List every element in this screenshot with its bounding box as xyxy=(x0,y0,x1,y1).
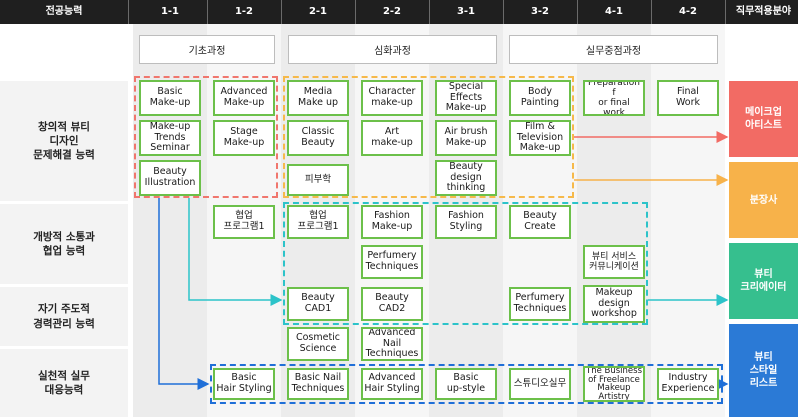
arrow-basic-to-practical xyxy=(158,198,210,390)
course-stage-makeup: Stage Make-up xyxy=(213,120,275,156)
course-final-work: Final Work xyxy=(657,80,719,116)
header-divider xyxy=(651,0,652,24)
course-makeup-trends-seminar: Make-up Trends Seminar xyxy=(139,120,201,156)
course-collab-program-2-1: 협업 프로그램1 xyxy=(287,205,349,239)
course-advanced-nail-techniques: Advanced Nail Techniques xyxy=(361,327,423,361)
course-airbrush-makeup: Air brush Make-up xyxy=(435,120,497,156)
course-cosmetic-science: Cosmetic Science xyxy=(287,327,349,361)
header-divider xyxy=(725,0,726,24)
header-semester-1-2: 1-2 xyxy=(234,6,254,17)
header-semester-1-1: 1-1 xyxy=(160,6,180,17)
competency-communication-collaboration: 개방적 소통과 협업 능력 xyxy=(0,204,128,284)
course-skin-science: 피부학 xyxy=(287,164,349,196)
header-bar: 전공능력 1-1 1-2 2-1 2-2 3-1 3-2 4-1 4-2 직무적… xyxy=(0,0,798,24)
header-divider xyxy=(503,0,504,24)
header-competency: 전공능력 xyxy=(45,6,83,17)
header-divider xyxy=(207,0,208,24)
competency-practical-response: 실천적 실무 대응능력 xyxy=(0,349,128,417)
career-makeup-artist: 메이크업 아티스트 xyxy=(729,81,798,157)
competency-creative-problem-solving: 창의적 뷰티 디자인 문제해결 능력 xyxy=(0,81,128,201)
course-perfumery-techniques-2-2: Perfumery Techniques xyxy=(361,245,423,279)
stage-advanced: 심화과정 xyxy=(288,35,497,64)
course-media-makeup: Media Make up xyxy=(287,80,349,116)
course-fashion-styling: Fashion Styling xyxy=(435,205,497,239)
course-makeup-design-workshop: Makeup design workshop xyxy=(583,285,645,323)
course-collab-program-1-2: 협업 프로그램1 xyxy=(213,205,275,239)
header-semester-2-1: 2-1 xyxy=(308,6,328,17)
course-preparation-final-work: Preparation f or final work xyxy=(583,80,645,116)
header-divider xyxy=(128,0,129,24)
creative-basic-group-outline xyxy=(134,76,278,198)
header-semester-4-2: 4-2 xyxy=(678,6,698,17)
course-basic-makeup: Basic Make-up xyxy=(139,80,201,116)
course-perfumery-techniques-3-2: Perfumery Techniques xyxy=(509,287,571,321)
course-beauty-design-thinking: Beauty design thinking xyxy=(435,160,497,196)
header-semester-3-1: 3-1 xyxy=(456,6,476,17)
stage-basic: 기초과정 xyxy=(139,35,275,64)
header-career-field: 직무적용분야 xyxy=(735,6,792,17)
course-beauty-illustration: Beauty Illustration xyxy=(139,160,201,196)
course-beauty-cad1: Beauty CAD1 xyxy=(287,287,349,321)
course-industry-experience: Industry Experience xyxy=(657,368,719,400)
course-fashion-makeup: Fashion Make-up xyxy=(361,205,423,239)
header-divider xyxy=(355,0,356,24)
header-divider xyxy=(577,0,578,24)
header-semester-3-2: 3-2 xyxy=(530,6,550,17)
header-semester-4-1: 4-1 xyxy=(604,6,624,17)
course-beauty-service-communication: 뷰티 서비스 커뮤니케이션 xyxy=(583,245,645,279)
career-stylist-makeup: 분장사 xyxy=(729,162,798,238)
header-semester-2-2: 2-2 xyxy=(382,6,402,17)
career-beauty-creator: 뷰티 크리에이터 xyxy=(729,243,798,319)
career-beauty-stylist: 뷰티 스타일 리스트 xyxy=(729,324,798,417)
course-classic-beauty: Classic Beauty xyxy=(287,120,349,156)
course-beauty-cad2: Beauty CAD2 xyxy=(361,287,423,321)
course-beauty-create: Beauty Create xyxy=(509,205,571,239)
course-special-effects-makeup: Special Effects Make-up xyxy=(435,80,497,116)
course-freelance-makeup-business: The Business of Freelance Makeup Artistr… xyxy=(583,366,645,402)
header-divider xyxy=(429,0,430,24)
course-film-tv-makeup: Film & Television Make-up xyxy=(509,120,571,156)
course-basic-upstyle: Basic up-style xyxy=(435,368,497,400)
course-character-makeup: Character make-up xyxy=(361,80,423,116)
course-art-makeup: Art make-up xyxy=(361,120,423,156)
course-studio-practice: 스튜디오실무 xyxy=(509,368,571,400)
header-divider xyxy=(281,0,282,24)
competency-career-management: 자기 주도적 경력관리 능력 xyxy=(0,287,128,346)
course-basic-hair-styling: Basic Hair Styling xyxy=(213,368,275,400)
arrow-basic-to-communication xyxy=(188,198,283,306)
course-advanced-hair-styling: Advanced Hair Styling xyxy=(361,368,423,400)
course-advanced-makeup: Advanced Make-up xyxy=(213,80,275,116)
communication-group-outline xyxy=(283,202,648,325)
stage-practical: 실무중점과정 xyxy=(509,35,718,64)
course-body-painting: Body Painting xyxy=(509,80,571,116)
course-basic-nail-techniques: Basic Nail Techniques xyxy=(287,368,349,400)
creative-advanced-group-outline xyxy=(283,76,574,198)
